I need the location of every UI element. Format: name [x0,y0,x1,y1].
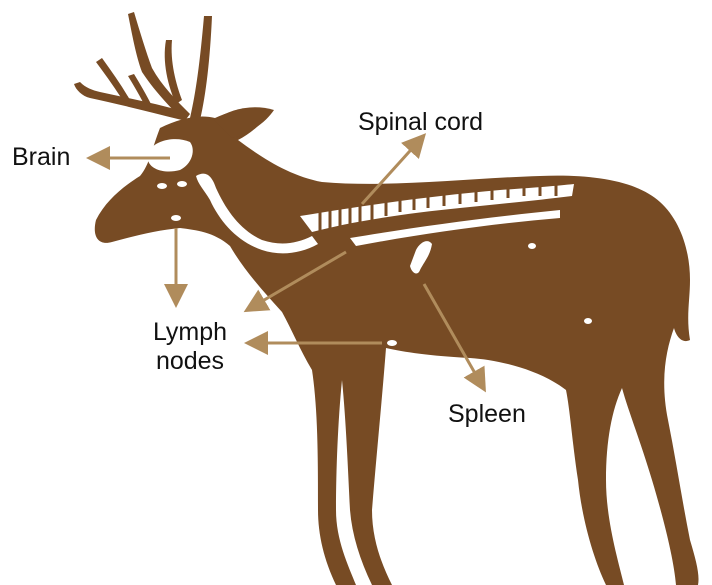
lymph-nodes-label-line1: Lymph [150,318,230,347]
lymph-node-throat [171,215,181,221]
lymph-node-flank [528,243,536,249]
lymph-nodes-label-line2: nodes [150,347,230,376]
brain-label: Brain [12,143,70,172]
lymph-node-chest [387,340,397,346]
antler-tine-rear [190,16,212,120]
spleen-label: Spleen [448,400,526,429]
lymph-node-rear [584,318,592,324]
lymph-node-neck [354,239,362,245]
lymph-node-head-2 [177,181,187,187]
lymph-nodes-label: Lymph nodes [150,318,230,376]
lymph-node-head-1 [157,183,167,189]
spinal-cord-label: Spinal cord [358,108,483,137]
deer-silhouette-icon [74,12,699,585]
